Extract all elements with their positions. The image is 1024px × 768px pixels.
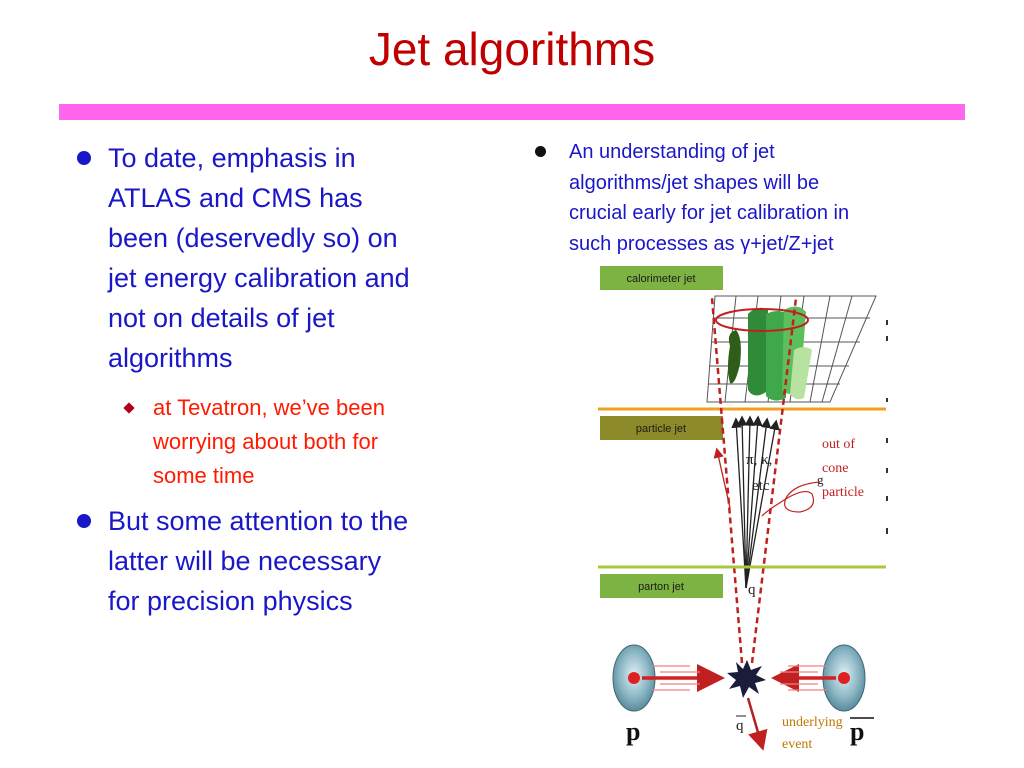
parton-jet-label: parton jet xyxy=(638,581,684,593)
underlying-label: underlying xyxy=(782,715,843,730)
antiquark-label: q xyxy=(736,718,744,734)
bullet-dot xyxy=(77,151,91,165)
event-label: event xyxy=(782,737,812,752)
collision-star xyxy=(727,660,766,698)
quark-label: q xyxy=(748,582,756,598)
parton-jet-label-box xyxy=(600,574,723,598)
etc-label: etc xyxy=(752,478,770,494)
left-bullet-1: To date, emphasis in ATLAS and CMS has b… xyxy=(108,138,410,378)
title-underline xyxy=(59,104,965,120)
sub-bullet: at Tevatron, we’ve been worrying about b… xyxy=(153,391,385,493)
proton-left xyxy=(612,644,725,712)
bullet-dot xyxy=(535,146,546,157)
left-bullet-1-line: been (deservedly so) on xyxy=(108,223,398,253)
left-bullet-1-line: algorithms xyxy=(108,343,233,373)
particle-label: particle xyxy=(822,485,864,500)
proton-left-label: p xyxy=(626,717,640,746)
particle-tracks xyxy=(731,415,780,589)
out-of-cone-scribble xyxy=(761,481,821,517)
jet-levels-figure: calorimeter jet particle jet xyxy=(598,266,888,752)
jet-cone xyxy=(710,297,798,664)
left-bullet-1-line: not on details of jet xyxy=(108,303,335,333)
out-of-cone-arrow xyxy=(713,447,731,509)
sub-bullet-line: at Tevatron, we’ve been xyxy=(153,395,385,420)
right-bullet-line: crucial early for jet calibration in xyxy=(569,202,850,224)
proton-right-label: p xyxy=(850,717,864,746)
left-bullet-2: But some attention to the latter will be… xyxy=(108,501,408,621)
energy-deposits xyxy=(715,306,812,401)
left-bullet-2-line: latter will be necessary xyxy=(108,546,382,576)
right-bullet: An understanding of jet algorithms/jet s… xyxy=(569,137,849,259)
left-bullet-2-line: for precision physics xyxy=(108,586,353,616)
proton-right xyxy=(771,644,866,712)
calorimeter-jet-label-box xyxy=(600,266,723,290)
hadrons-label: π, κ, xyxy=(746,452,772,468)
edge-ticks xyxy=(886,320,888,534)
left-bullet-1-line: To date, emphasis in xyxy=(108,143,356,173)
left-bullet-1-line: jet energy calibration and xyxy=(108,263,410,293)
out-of-label: out of xyxy=(822,437,855,452)
slide-title: Jet algorithms xyxy=(368,23,656,75)
sub-bullet-line: worrying about both for xyxy=(153,429,379,454)
left-bullet-1-line: ATLAS and CMS has xyxy=(108,183,363,213)
sub-bullet-diamond xyxy=(123,402,135,414)
particle-jet-label: particle jet xyxy=(636,423,686,435)
right-bullet-line: An understanding of jet xyxy=(569,141,775,163)
right-bullet-line: algorithms/jet shapes will be xyxy=(569,171,820,194)
particle-jet-label-box xyxy=(600,416,723,440)
underlying-event-arrow xyxy=(746,697,768,751)
left-bullet-2-line: But some attention to the xyxy=(108,506,409,536)
cone-label: cone xyxy=(822,461,848,476)
right-bullet-line: such processes as γ+jet/Z+jet xyxy=(569,232,834,255)
sub-bullet-line: some time xyxy=(153,463,255,488)
calorimeter-jet-label: calorimeter jet xyxy=(626,273,695,285)
gluon-label: g xyxy=(817,472,824,487)
bullet-dot xyxy=(77,514,91,528)
